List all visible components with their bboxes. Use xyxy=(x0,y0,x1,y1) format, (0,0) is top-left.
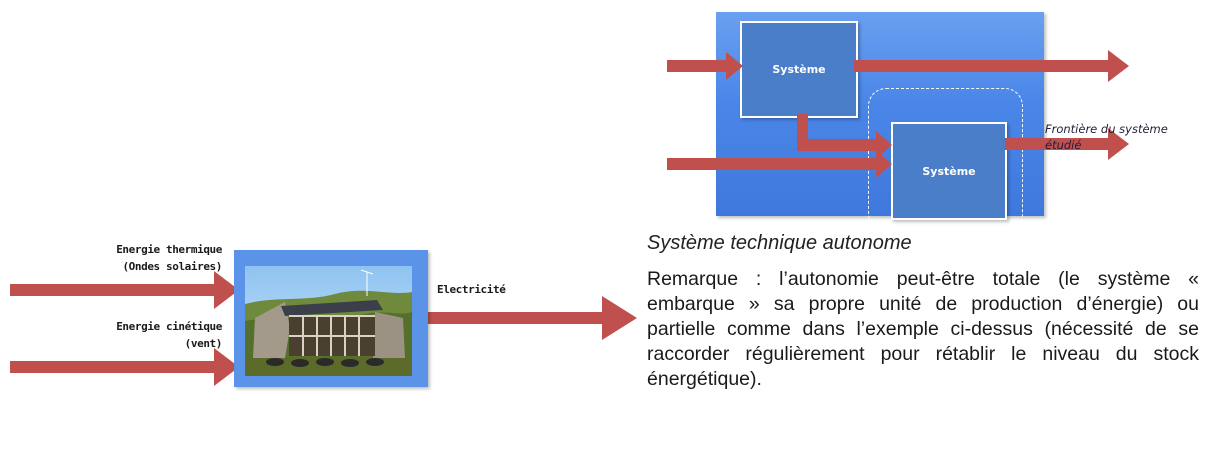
arrow-kinetic-input xyxy=(10,348,239,386)
kinetic-energy-label: Energie cinétique xyxy=(116,320,222,333)
arrow-in-system-1 xyxy=(667,52,743,80)
boundary-label-line1: Frontière du système xyxy=(1045,122,1168,136)
solar-waves-label: (Ondes solaires) xyxy=(122,260,222,273)
diagram-caption: Système technique autonome xyxy=(647,232,912,254)
arrow-electricity-output xyxy=(428,296,637,340)
boundary-label: Frontière du système étudié xyxy=(1045,121,1205,153)
system-box-2: Système xyxy=(891,122,1007,220)
remark-paragraph: Remarque : l’autonomie peut-être totale … xyxy=(647,268,1199,390)
system-box-1-label: Système xyxy=(772,63,826,76)
arrow-in-system-2 xyxy=(667,150,892,178)
autonomous-house-photo xyxy=(245,266,412,376)
boundary-label-line2: étudié xyxy=(1045,138,1082,152)
thermal-energy-label: Energie thermique xyxy=(116,243,222,256)
arrow-out-system-2 xyxy=(1005,128,1129,160)
arrow-out-system-1 xyxy=(854,50,1129,82)
arrow-system-1-down xyxy=(797,114,892,159)
electricity-label: Electricité xyxy=(437,283,506,296)
system-box-1: Système xyxy=(740,21,858,118)
arrow-thermal-input xyxy=(10,271,239,309)
system-box-2-label: Système xyxy=(922,164,976,178)
wind-label: (vent) xyxy=(184,337,223,350)
